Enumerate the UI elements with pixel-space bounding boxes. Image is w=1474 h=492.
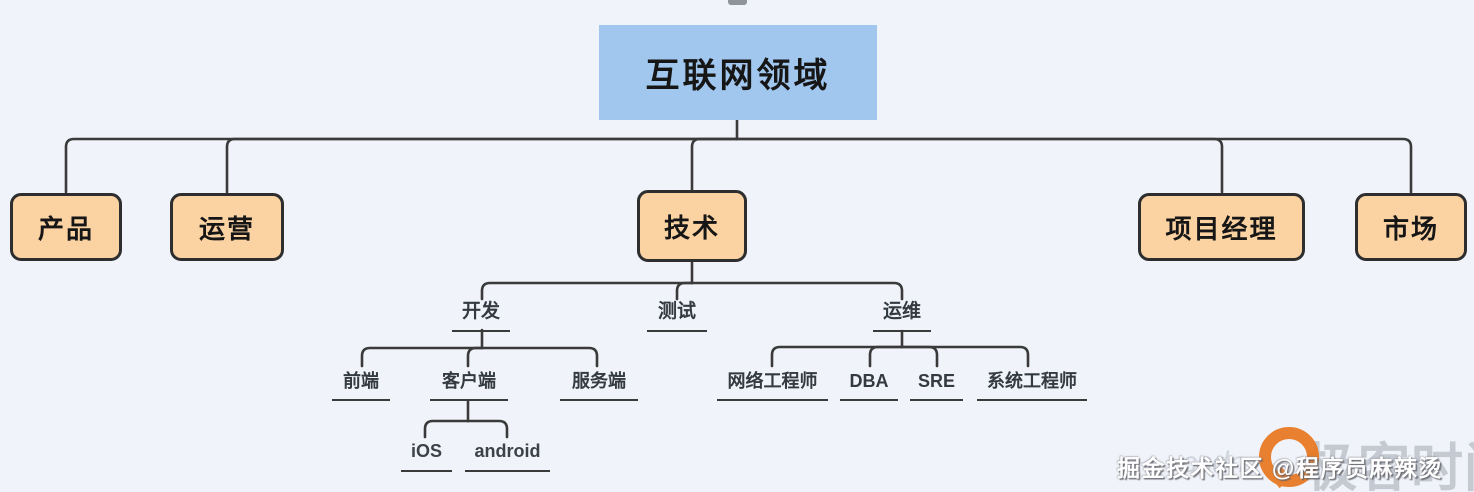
topic-frontend[interactable]: 前端 <box>332 368 390 401</box>
topic-sre[interactable]: SRE <box>910 368 963 401</box>
connector-to-frontend <box>360 346 484 368</box>
topic-project-manager[interactable]: 项目经理 <box>1138 193 1305 261</box>
connector-to-technology <box>690 137 739 192</box>
topic-ios[interactable]: iOS <box>401 438 452 472</box>
topic-testing[interactable]: 测试 <box>647 300 707 332</box>
connector-to-product <box>64 137 739 194</box>
connector-to-ios <box>423 419 470 439</box>
topic-android[interactable]: android <box>465 438 550 472</box>
connector-to-dev <box>480 281 694 301</box>
topic-operations[interactable]: 运营 <box>170 193 284 261</box>
connector-to-operations <box>225 137 739 194</box>
connector-to-server <box>480 346 599 368</box>
topic-dba[interactable]: DBA <box>840 368 898 401</box>
topic-server[interactable]: 服务端 <box>560 368 638 401</box>
connector-to-project-manager <box>735 137 1224 194</box>
topic-technology[interactable]: 技术 <box>637 190 747 262</box>
connector-to-network-engineer <box>770 345 904 368</box>
topic-client[interactable]: 客户端 <box>430 368 508 401</box>
connector-to-market <box>735 137 1413 194</box>
root-topic-internet-domain[interactable]: 互联网领域 <box>599 25 877 120</box>
connector-to-sys-engineer <box>900 345 1030 368</box>
connector-to-test <box>675 281 694 301</box>
topic-development[interactable]: 开发 <box>452 300 510 332</box>
topic-ops[interactable]: 运维 <box>873 300 931 332</box>
topic-market[interactable]: 市场 <box>1355 193 1467 261</box>
topic-network-engineer[interactable]: 网络工程师 <box>717 368 828 401</box>
faded-script-watermark: csdn <box>1182 446 1246 479</box>
connector-to-sre <box>900 345 939 368</box>
connector-to-ops <box>690 281 904 301</box>
faded-brand-watermark: 极客时间 <box>1305 440 1474 492</box>
topic-sys-engineer[interactable]: 系统工程师 <box>977 368 1087 401</box>
topic-product[interactable]: 产品 <box>10 193 122 261</box>
connector-to-dba <box>868 345 904 368</box>
connector-to-android <box>466 419 509 439</box>
top-clipped-mark <box>728 0 747 5</box>
community-watermark-text: 掘金技术社区 @程序员麻辣烫 <box>1117 455 1443 481</box>
connector-to-client <box>466 346 484 368</box>
